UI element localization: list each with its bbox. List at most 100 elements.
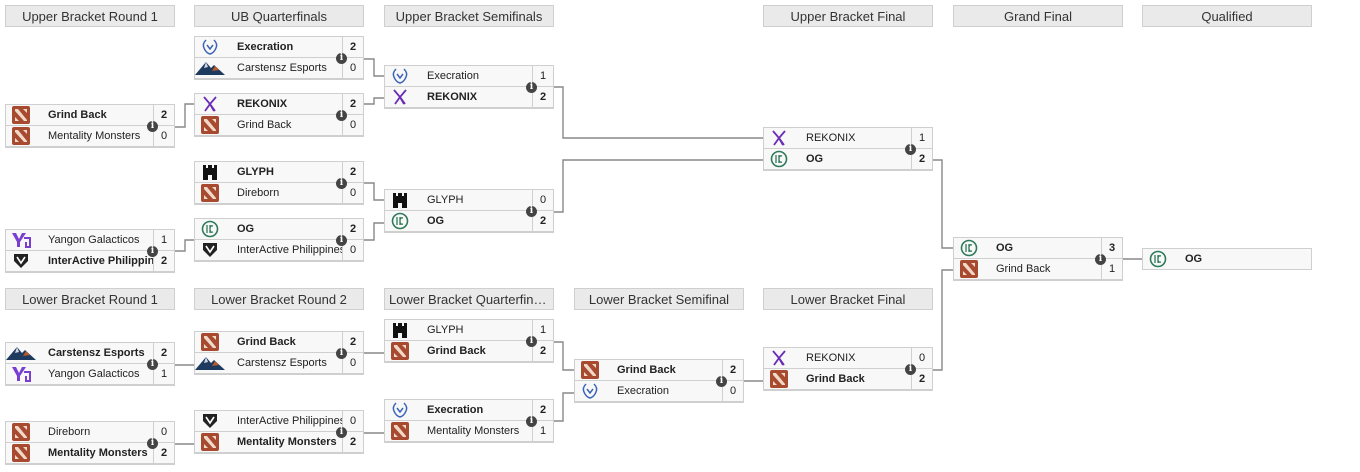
og-logo [1143,249,1173,269]
glyph-logo [195,162,225,182]
team-score: 1 [1101,259,1122,279]
glyph-logo [385,320,415,340]
team-name: Mentality Monsters [48,130,141,142]
team-row[interactable]: GLYPH 1 [384,319,554,341]
team-row[interactable]: InterActive Philippines2 [5,251,175,273]
match-info-icon[interactable]: i [147,359,158,370]
match-info-icon[interactable]: i [905,144,916,155]
match-info-icon[interactable]: i [526,336,537,347]
og-logo [954,238,984,258]
team-row[interactable]: Grind Back 2 [763,369,933,391]
team-name: GLYPH [427,324,464,336]
team-score: 2 [911,369,932,389]
team-score: 1 [532,421,553,441]
dota2-logo [195,432,225,452]
team-row[interactable]: OG [1142,248,1312,270]
match-info-icon[interactable]: i [1095,254,1106,265]
match-info-icon[interactable]: i [526,206,537,217]
match-info-icon[interactable]: i [716,376,727,387]
interactive-logo [195,411,225,431]
match-info-icon[interactable]: i [905,364,916,375]
team-name: Grind Back [806,373,865,385]
match-info-icon[interactable]: i [147,121,158,132]
match-info-icon[interactable]: i [336,348,347,359]
team-score: 1 [153,230,174,250]
team-name: Grind Back [427,345,486,357]
match-info-icon[interactable]: i [336,178,347,189]
team-score: 2 [342,432,363,452]
dota2-logo [575,360,605,380]
team-score: 3 [1101,238,1122,258]
og-logo [195,219,225,239]
header-ub-final: Upper Bracket Final [763,5,933,27]
team-name: OG [237,223,255,235]
team-score: 0 [532,190,553,210]
team-score: 2 [342,37,363,57]
match-info-icon[interactable]: i [526,416,537,427]
match-info-icon[interactable]: i [336,53,347,64]
team-score: 0 [911,348,932,368]
match-info-icon[interactable]: i [526,82,537,93]
match-info-icon[interactable]: i [336,110,347,121]
rekonix-logo [385,87,415,107]
match-info-icon[interactable]: i [336,427,347,438]
match-info-icon[interactable]: i [147,246,158,257]
team-name: Grind Back [48,109,107,121]
header-lb-semifinal: Lower Bracket Semifinal [574,288,744,310]
team-score: 2 [911,149,932,169]
execration-logo [575,381,605,401]
team-score: 2 [342,162,363,182]
team-score: 1 [532,320,553,340]
match-info-icon[interactable]: i [147,438,158,449]
team-row[interactable]: Carstensz Esports 0 [194,58,364,80]
execration-logo [195,37,225,57]
team-name: Carstensz Esports [237,62,327,74]
team-name: OG [427,215,445,227]
team-score: 1 [532,66,553,86]
team-score: 0 [342,58,363,78]
match-info-icon[interactable]: i [336,235,347,246]
team-name: Direborn [48,426,91,438]
